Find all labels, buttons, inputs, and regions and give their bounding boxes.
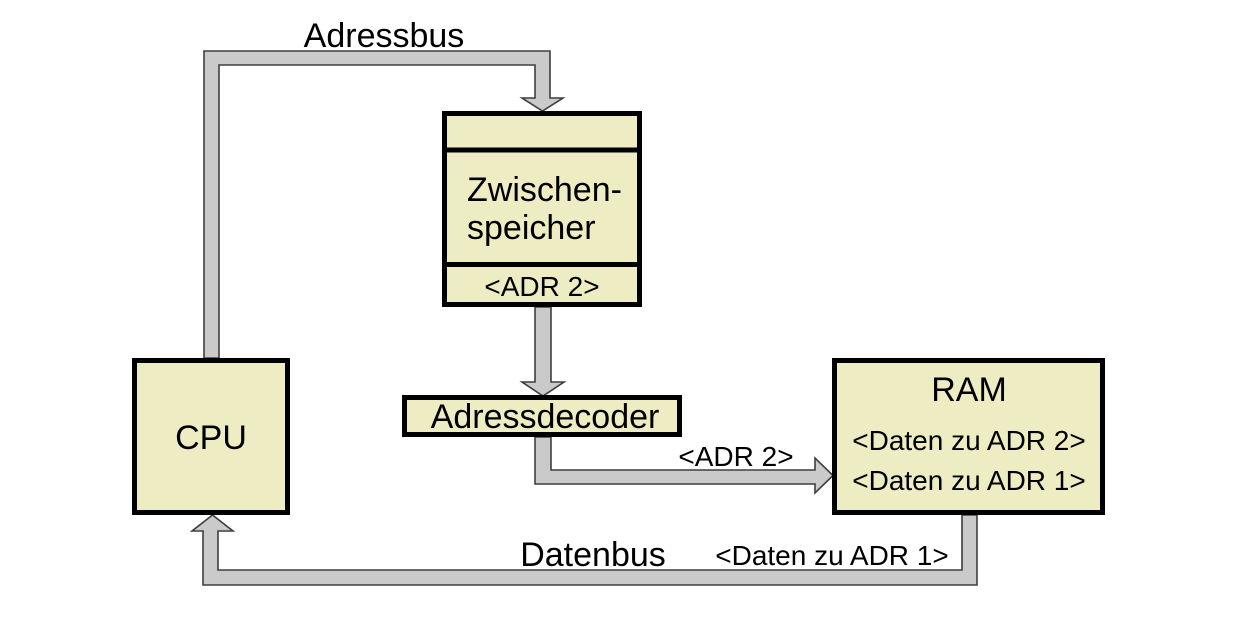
ram-row-adr1: <Daten zu ADR 1> <box>852 465 1085 496</box>
cpu-box <box>132 358 290 515</box>
buffer-box <box>442 111 642 307</box>
decoder-label: Adressdecoder <box>431 398 660 436</box>
buffer-slot-label: <ADR 2> <box>484 271 599 302</box>
buffer-label-line1: Zwischen- <box>467 171 622 209</box>
ram-box <box>832 358 1105 515</box>
buffer-to-decoder-arrow <box>519 306 567 397</box>
ram-title: RAM <box>931 371 1007 409</box>
adressbus-arrow <box>203 50 566 359</box>
decoder-box <box>402 395 682 437</box>
daten-zu-adr1-bus-annotation: <Daten zu ADR 1> <box>715 540 948 571</box>
adressbus-label: Adressbus <box>304 17 465 55</box>
cpu-label: CPU <box>175 419 247 457</box>
decoder-to-ram-arrow <box>534 436 835 495</box>
ram-row-adr2: <Daten zu ADR 2> <box>852 425 1085 456</box>
datenbus-label: Datenbus <box>520 536 666 574</box>
buffer-label-line2: speicher <box>467 209 596 247</box>
adr2-bus-annotation: <ADR 2> <box>678 441 793 472</box>
